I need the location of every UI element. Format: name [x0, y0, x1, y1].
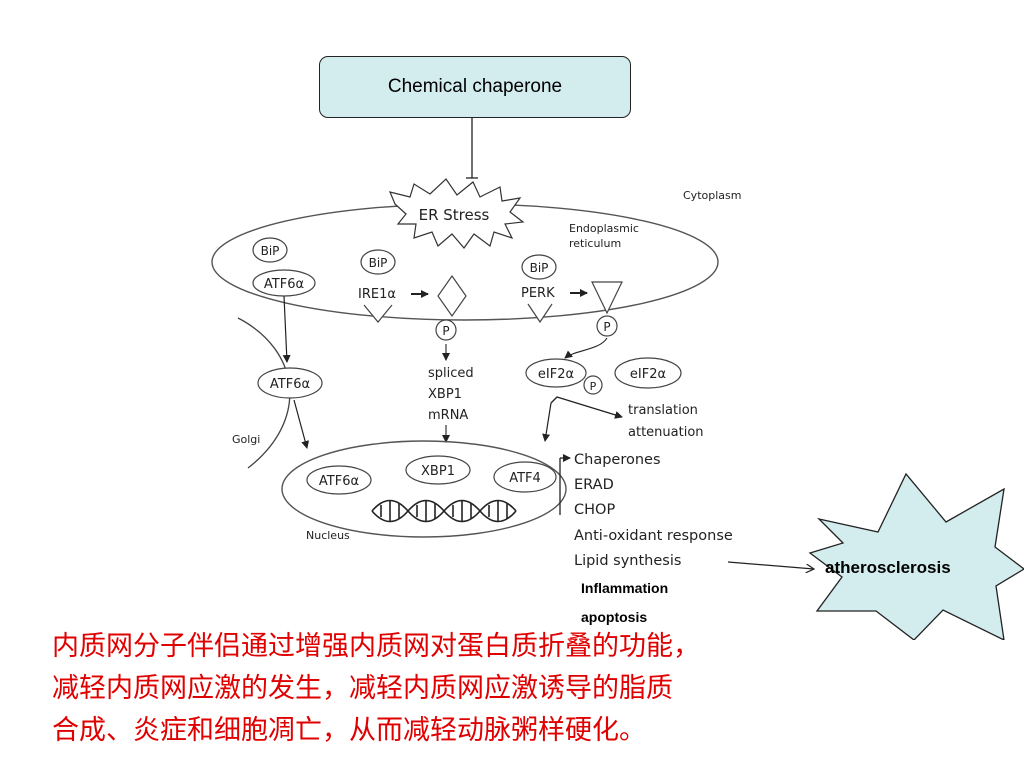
golgi-label: Golgi	[232, 433, 260, 446]
nucleus-label: Nucleus	[306, 529, 350, 542]
spliced-label-line1: spliced	[428, 366, 474, 381]
perk-phospho-label: P	[603, 320, 610, 334]
eif2a-label: eIF2α	[630, 367, 666, 382]
xbp1-nucleus-ellipse	[405, 455, 471, 485]
cytoplasm-label: Cytoplasm	[683, 189, 741, 202]
eif2a-ellipse	[614, 357, 682, 389]
chemical-chaperone-label: Chemical chaperone	[387, 76, 563, 97]
perk-label: PERK	[521, 286, 555, 301]
bip-atf6-ellipse	[252, 237, 288, 263]
bip-perk-label: BiP	[530, 261, 549, 275]
atf6-to-nucleus-arrow	[293, 399, 310, 449]
chemical-chaperone-box: Chemical chaperone	[319, 56, 631, 118]
spliced-label-line2: XBP1	[428, 387, 462, 402]
ire1-diamond	[437, 274, 467, 318]
atf4-nucleus-ellipse	[493, 461, 557, 493]
ire1-label: IRE1α	[358, 287, 396, 302]
chinese-caption: 内质网分子伴侣通过增强内质网对蛋白质折叠的功能， 减轻内质网应激的发生，减轻内质…	[52, 626, 912, 752]
perk-phospho-circle	[596, 315, 618, 337]
atf6-er-label: ATF6α	[264, 277, 304, 292]
translation-label-line1: translation	[628, 403, 698, 418]
er-stress-burst	[388, 178, 525, 249]
xbp1-nucleus-label: XBP1	[421, 464, 455, 479]
er-label-line1: Endoplasmic	[569, 222, 639, 235]
apoptosis-label: apoptosis	[581, 609, 647, 625]
atf6-golgi-ellipse	[257, 367, 323, 399]
atherosclerosis-label: atherosclerosis	[825, 558, 951, 577]
output-list: Chaperones ERAD CHOP Anti-oxidant respon…	[574, 452, 733, 569]
inflammation-label: Inflammation	[581, 580, 668, 596]
translation-label-line2: attenuation	[628, 425, 704, 440]
ire1-phospho-label: P	[442, 324, 449, 338]
output-item: Anti-oxidant response	[574, 528, 733, 544]
bip-ire1-ellipse	[360, 249, 396, 275]
output-item: CHOP	[574, 502, 615, 518]
translation-attenuation-arrow	[550, 396, 623, 419]
ire1-membrane-notch	[363, 304, 393, 323]
caption-line-1: 内质网分子伴侣通过增强内质网对蛋白质折叠的功能，	[52, 631, 700, 662]
output-item: Lipid synthesis	[574, 553, 681, 569]
atf4-to-nucleus-arrow	[542, 402, 552, 442]
bip-ire1-label: BiP	[369, 256, 388, 270]
atherosclerosis-burst	[808, 472, 1024, 640]
ire1-phospho-circle	[435, 319, 457, 341]
eif2a-phospho-circle	[583, 375, 603, 395]
eif2a-p-label: eIF2α	[538, 367, 574, 382]
caption-line-2: 减轻内质网应激的发生，减轻内质网应激诱导的脂质	[52, 673, 673, 704]
perk-membrane-notch	[527, 303, 553, 324]
er-stress-label: ER Stress	[419, 206, 490, 224]
dna-helix	[371, 499, 517, 523]
nucleus-membrane	[281, 440, 567, 538]
spliced-label-line3: mRNA	[428, 408, 468, 423]
output-item: ERAD	[574, 477, 614, 493]
perk-triangle	[591, 281, 623, 315]
eif2a-phospho-label: P	[590, 380, 597, 393]
atf4-nucleus-label: ATF4	[509, 471, 541, 486]
er-label-line2: reticulum	[569, 237, 621, 250]
er-stress-pathway-diagram: ER Stress Cytoplasm Endoplasmic reticulu…	[211, 118, 1024, 640]
atf6-to-golgi-arrow	[282, 295, 291, 363]
output-item: Chaperones	[574, 452, 661, 468]
eif2a-p-ellipse	[525, 358, 587, 388]
atf6-nucleus-ellipse	[306, 465, 372, 495]
bip-atf6-label: BiP	[261, 244, 280, 258]
atf6-golgi-label: ATF6α	[270, 377, 310, 392]
caption-line-3: 合成、炎症和细胞凋亡，从而减轻动脉粥样硬化。	[52, 715, 646, 746]
atf6-nucleus-label: ATF6α	[319, 474, 359, 489]
bip-perk-ellipse	[521, 254, 557, 280]
perk-to-eif2a-arc	[564, 337, 608, 359]
lipid-to-atherosclerosis-arrow	[727, 561, 814, 569]
